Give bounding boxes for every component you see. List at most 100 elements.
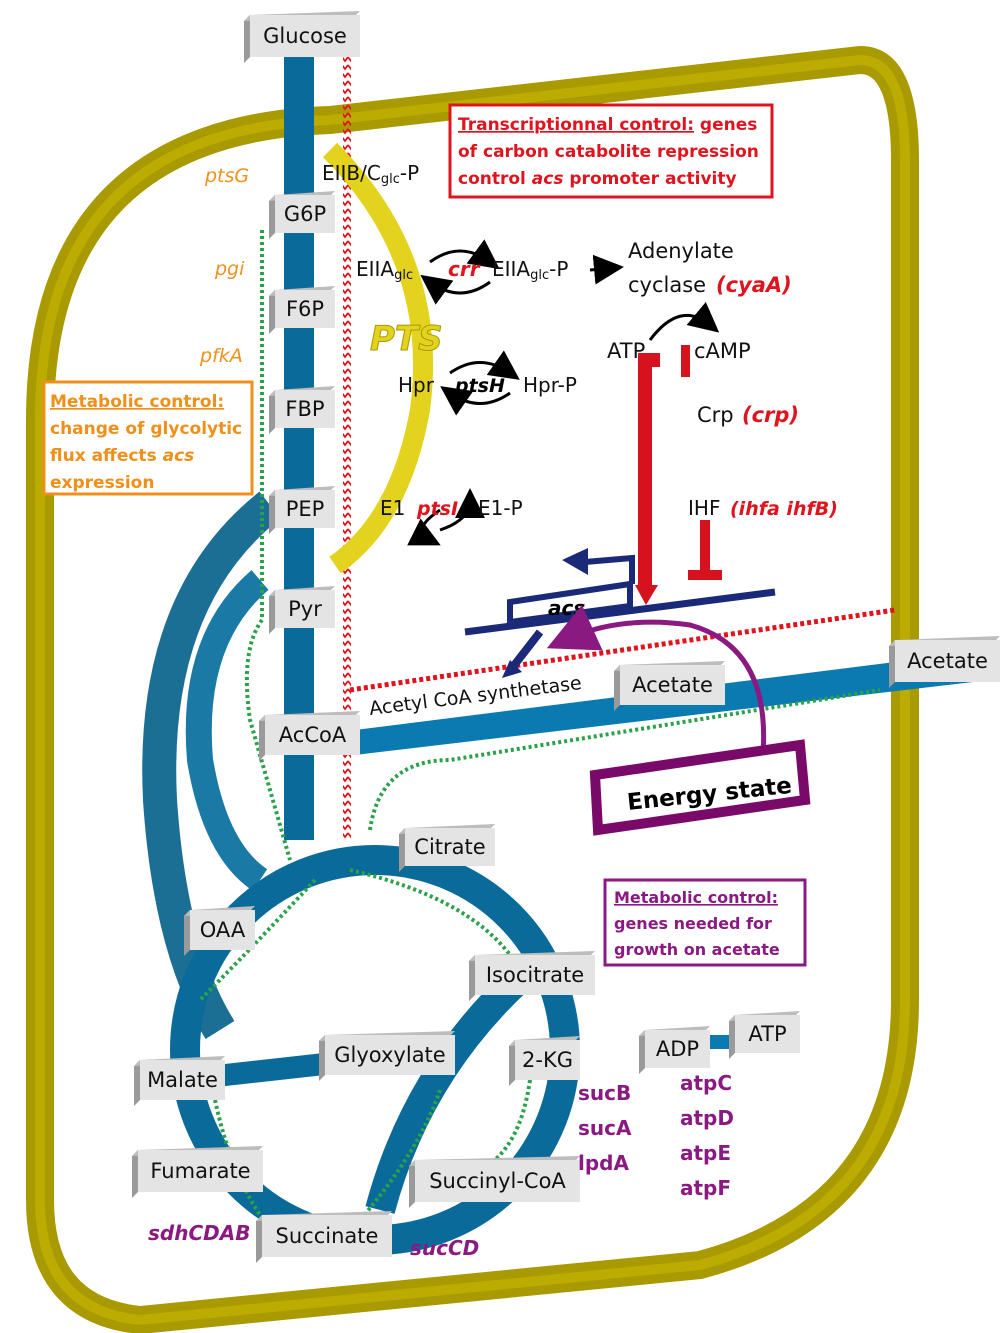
camp-labels: Adenylate cyclase (cyaA) ATP cAMP Crp (c… — [607, 239, 838, 520]
ihf-label: IHF — [688, 496, 720, 520]
pts-arc — [322, 142, 434, 574]
metabolite-label: OAA — [200, 918, 246, 942]
gene-lpdA: lpdA — [578, 1151, 629, 1175]
metabolite-two-kg: 2-KG — [509, 1036, 580, 1086]
hpr-label: Hpr — [398, 373, 435, 397]
metabolite-accoa: AcCoA — [259, 711, 360, 761]
metabolite-label: ADP — [656, 1037, 699, 1061]
metabolite-label: FBP — [285, 397, 324, 421]
e1-p-label: E1-P — [478, 496, 523, 520]
svg-text:Metabolic control:: Metabolic control: — [614, 888, 778, 907]
adenylate-cyclase-line2: cyclase — [628, 273, 706, 297]
metabolite-label: PEP — [286, 497, 325, 521]
metabolite-label: Succinate — [276, 1224, 379, 1248]
metabolite-label: AcCoA — [279, 723, 347, 747]
gene-crp: (crp) — [742, 403, 799, 427]
pts-labels: EIIB/Cglc-P EIIAglc crr EIIAglc-P Hpr pt… — [322, 161, 577, 520]
metabolite-label: Fumarate — [150, 1159, 250, 1183]
svg-text:expression: expression — [50, 473, 154, 493]
gene-sdhCDAB: sdhCDAB — [148, 1221, 250, 1245]
metabolite-pep: PEP — [269, 486, 335, 534]
gene-atpE: atpE — [680, 1141, 731, 1165]
gene-ihf: (ihfa ihfB) — [730, 498, 838, 520]
metabolite-label: 2-KG — [522, 1048, 573, 1072]
metabolite-acetate-out: Acetate — [889, 636, 1000, 688]
svg-text:growth on acetate: growth on acetate — [614, 940, 780, 959]
svg-text:of carbon catabolite repressio: of carbon catabolite repression — [458, 142, 759, 162]
metabolite-fumarate: Fumarate — [132, 1146, 263, 1198]
crp-regulation — [635, 345, 722, 605]
gene-pgi: pgi — [214, 258, 245, 280]
eiia-p-label: EIIAglc-P — [492, 257, 568, 283]
svg-text:Metabolic control:: Metabolic control: — [50, 392, 224, 412]
metabolite-label: Malate — [147, 1068, 218, 1092]
hpr-p-label: Hpr-P — [523, 373, 577, 397]
metabolite-fbp: FBP — [269, 386, 335, 434]
gene-atpD: atpD — [680, 1106, 734, 1130]
metabolic-acetate-box: Metabolic control: genes needed for grow… — [603, 878, 807, 967]
metabolite-malate: Malate — [134, 1056, 225, 1106]
metabolite-acetate-in: Acetate — [614, 661, 725, 711]
metabolite-glyoxylate: Glyoxylate — [319, 1031, 455, 1081]
metabolite-citrate: Citrate — [399, 824, 495, 872]
acs-gene-label: acs — [548, 596, 585, 620]
svg-text:control acs promoter activity: control acs promoter activity — [458, 169, 737, 189]
metabolite-f6p: F6P — [269, 286, 335, 334]
gene-sucB: sucB — [578, 1081, 631, 1105]
e1-label: E1 — [380, 496, 405, 520]
metabolite-succinate: Succinate — [256, 1211, 392, 1263]
metabolite-label: Pyr — [288, 597, 322, 621]
atp-label: ATP — [607, 339, 645, 363]
gene-ptsI: ptsI — [416, 498, 458, 520]
svg-text:change of glycolytic: change of glycolytic — [50, 419, 242, 439]
transcriptional-control-box: Transcriptionnal control: genes of carbo… — [448, 103, 774, 199]
metabolite-label: Citrate — [414, 835, 485, 859]
metabolite-label: Acetate — [632, 673, 713, 697]
metabolite-label: Succinyl-CoA — [429, 1169, 566, 1193]
eiibc-label: EIIB/Cglc-P — [322, 161, 419, 187]
gene-sucCD: sucCD — [410, 1236, 479, 1260]
metabolite-isocitrate: Isocitrate — [469, 951, 595, 1001]
metabolite-glucose: Glucose — [244, 11, 360, 63]
cell-membrane — [25, 45, 919, 1333]
gene-atpF: atpF — [680, 1176, 731, 1200]
metabolite-oaa: OAA — [184, 906, 255, 956]
metabolic-glycolysis-box: Metabolic control: change of glycolytic … — [42, 380, 254, 496]
ihf-bar — [700, 520, 710, 575]
metabolite-g6p: G6P — [269, 191, 335, 239]
tca-genes: sucB sucA lpdA sdhCDAB sucCD — [148, 1081, 632, 1260]
metabolite-label: Glucose — [263, 24, 347, 48]
metabolite-label: Glyoxylate — [334, 1043, 445, 1067]
metabolite-label: Isocitrate — [486, 963, 584, 987]
gene-cyaA: (cyaA) — [716, 273, 792, 297]
eiia-label: EIIAglc — [356, 257, 413, 283]
metabolite-atp: ATP — [729, 1011, 800, 1059]
pts-title: PTS — [370, 319, 443, 359]
svg-text:genes needed for: genes needed for — [614, 914, 772, 933]
svg-text:Transcriptionnal control: gene: Transcriptionnal control: genes — [458, 115, 757, 135]
glycolysis-flux — [284, 50, 314, 840]
svg-text:flux affects acs: flux affects acs — [50, 446, 194, 466]
metabolite-label: ATP — [748, 1022, 786, 1046]
glycolysis-genes: ptsG pgi pfkA — [199, 165, 249, 367]
metabolite-succinyl-coa: Succinyl-CoA — [409, 1156, 580, 1208]
acs-promoter: acs — [464, 548, 776, 678]
metabolite-label: F6P — [286, 297, 324, 321]
metabolite-adp: ADP — [639, 1026, 710, 1074]
energy-state: Energy state — [546, 604, 811, 836]
gene-sucA: sucA — [578, 1116, 632, 1140]
pts-cycles — [407, 239, 720, 546]
gene-ptsH: ptsH — [454, 375, 505, 397]
crp-activation-arrow — [635, 585, 658, 605]
gene-pfkA: pfkA — [199, 345, 243, 367]
atp-genes: atpC atpD atpE atpF — [680, 1071, 734, 1200]
gene-ptsG: ptsG — [204, 165, 249, 187]
metabolite-pyr: Pyr — [269, 586, 335, 634]
adenylate-cyclase-line1: Adenylate — [628, 239, 734, 263]
camp-label: cAMP — [694, 339, 751, 363]
metabolite-label: G6P — [284, 202, 326, 226]
gene-atpC: atpC — [680, 1071, 732, 1095]
crp-label: Crp — [697, 403, 734, 427]
